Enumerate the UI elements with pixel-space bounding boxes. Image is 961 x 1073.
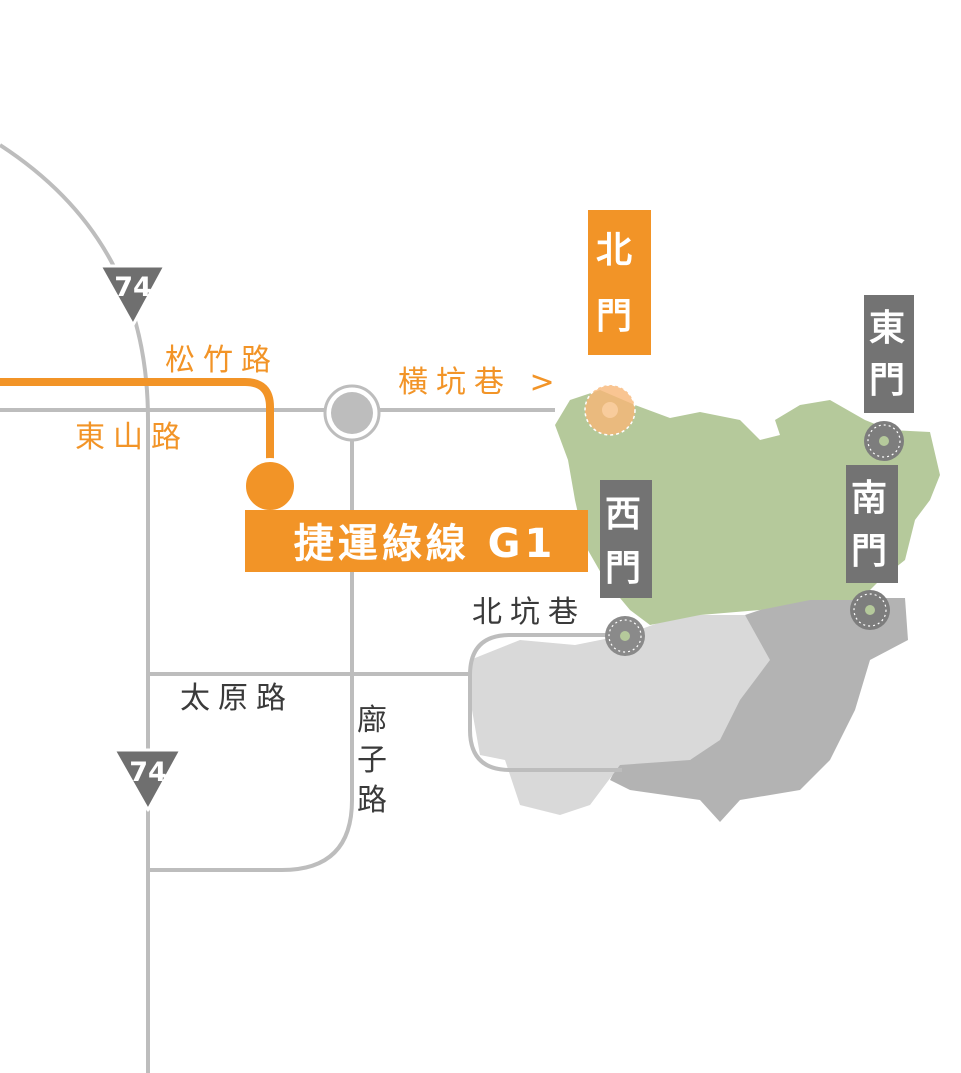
south-gate-marker[interactable] <box>850 590 890 630</box>
dongshan-road-label: 東山路 <box>75 420 189 455</box>
north-gate-marker[interactable] <box>584 384 636 436</box>
east-gate-char-1: 東 <box>869 308 905 349</box>
langzi-char-3: 路 <box>357 783 395 818</box>
area-light-gray <box>470 615 770 815</box>
junction-dot <box>331 392 373 434</box>
beikeng-lane <box>468 633 622 772</box>
langzi-char-1: 廍 <box>357 703 395 738</box>
east-gate-marker[interactable] <box>864 421 904 461</box>
mrt-label-text: 捷運綠線 G1 <box>294 521 557 567</box>
south-gate-label: 南 門 <box>846 465 898 583</box>
west-gate-label: 西 門 <box>600 480 652 598</box>
highway-74-shield-top: 74 <box>98 264 167 327</box>
hengkeng-lane-label: 橫坑巷 > <box>398 365 563 400</box>
langzi-road-label: 廍 子 路 <box>357 703 395 818</box>
north-gate-char-1: 北 <box>596 230 632 271</box>
taiyuan-road-label: 太原路 <box>180 681 294 716</box>
mrt-g1-station-dot[interactable] <box>242 458 298 514</box>
north-gate-label: 北 門 <box>588 210 651 355</box>
highway-74-shield-bottom: 74 <box>112 748 183 812</box>
south-gate-char-1: 南 <box>851 478 887 519</box>
langzi-road <box>148 418 354 872</box>
east-gate-label: 東 門 <box>864 295 914 413</box>
shield-number: 74 <box>129 757 167 788</box>
songzhu-road-label: 松竹路 <box>165 343 279 378</box>
south-gate-char-2: 門 <box>851 531 887 572</box>
mrt-g1-label[interactable]: 捷運綠線 G1 <box>245 510 588 572</box>
east-gate-char-2: 門 <box>869 360 905 401</box>
west-gate-char-2: 門 <box>605 548 641 589</box>
beikeng-lane-label: 北坑巷 <box>472 595 586 630</box>
mrt-green-line-route <box>0 378 274 470</box>
north-gate-char-2: 門 <box>596 296 632 337</box>
area-dark-gray <box>610 598 908 822</box>
west-gate-char-1: 西 <box>605 494 641 535</box>
shield-number: 74 <box>114 272 152 303</box>
west-gate-marker[interactable] <box>605 616 645 656</box>
langzi-char-2: 子 <box>357 743 395 778</box>
